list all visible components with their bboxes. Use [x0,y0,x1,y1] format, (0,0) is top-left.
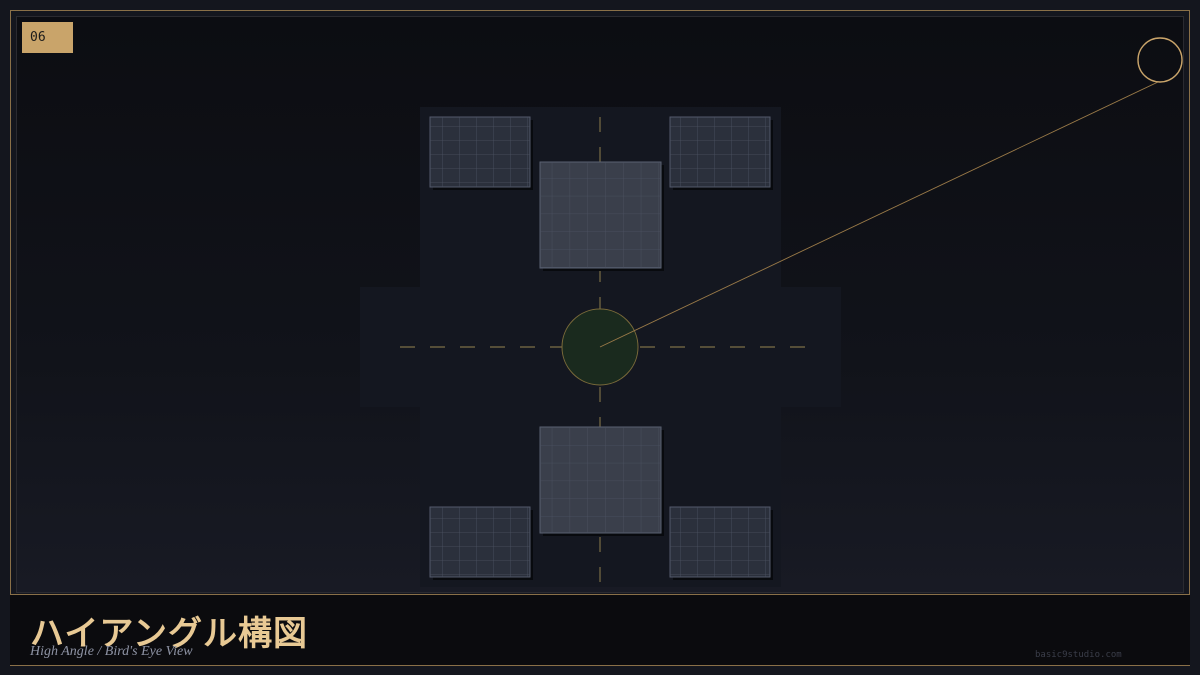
page-title: ハイアングル構図 [30,614,308,654]
caption-bar [10,594,1190,666]
table-bottom-right [669,506,773,580]
credit-text: basic9studio.com [1035,650,1122,660]
page-subtitle: High Angle / Bird's Eye View [30,644,193,659]
table-top-left [429,116,533,190]
table-bottom-left [429,506,533,580]
scene-number-badge: 06 [22,22,73,53]
table-center-top [539,161,664,271]
camera-circle-icon [1137,37,1183,83]
camera-sight-line [599,81,1159,348]
table-top-right [669,116,773,190]
table-center-bottom [539,426,664,536]
